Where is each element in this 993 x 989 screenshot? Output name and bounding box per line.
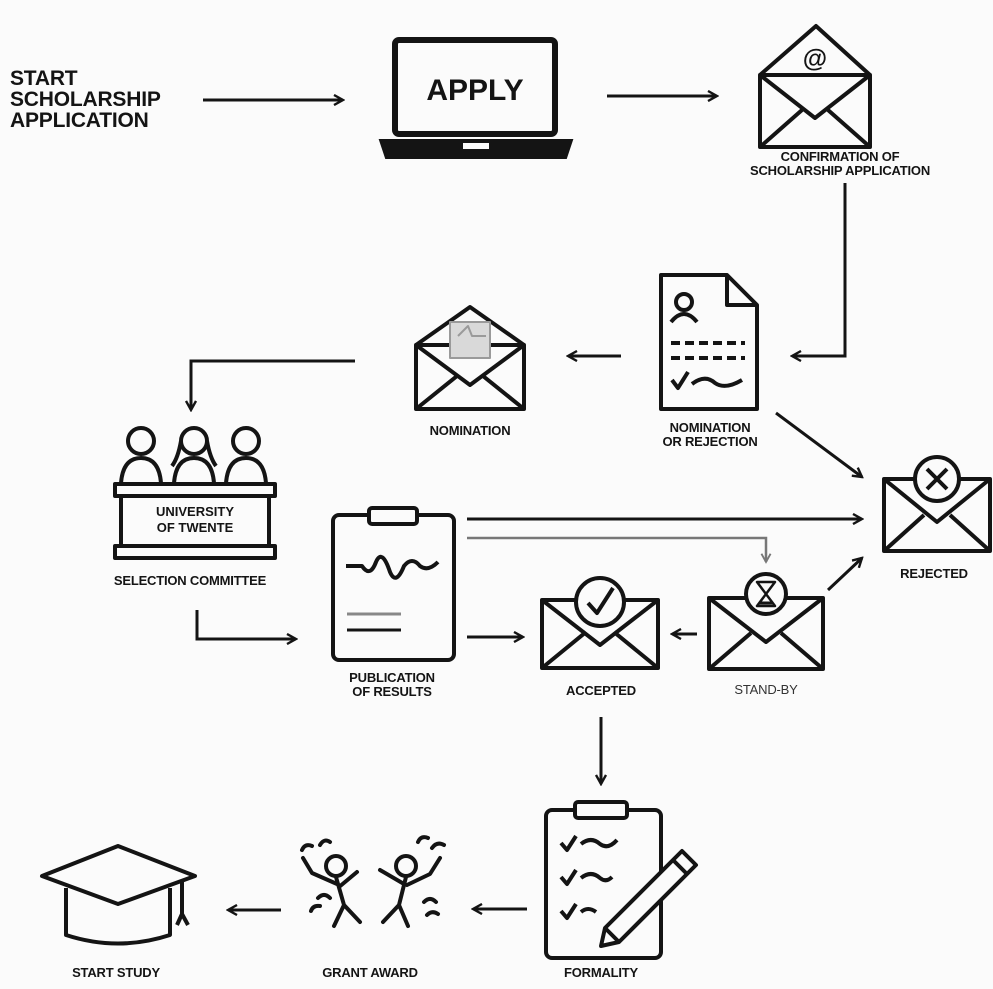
- selection-committee-icon: UNIVERSITY OF TWENTE: [113, 426, 277, 560]
- confirmation-label-line1: CONFIRMATION OF: [780, 149, 900, 164]
- arrow-committee-to-publication: [195, 610, 296, 639]
- arrow-confirmation-to-nomination-or-rejection: [792, 183, 847, 356]
- email-envelope-icon: @: [758, 24, 872, 149]
- celebrating-people-icon: [300, 835, 446, 928]
- nor-label-line2: OR REJECTION: [662, 433, 758, 449]
- apply-label: APPLY: [426, 74, 523, 107]
- committee-desk-line2: OF TWENTE: [157, 520, 234, 535]
- start-label-line3: APPLICATION: [10, 109, 149, 132]
- accepted-label: ACCEPTED: [566, 683, 636, 698]
- arrow-nor-to-rejected: [775, 411, 862, 477]
- nomination-label: NOMINATION: [429, 423, 511, 438]
- hourglass-envelope-icon: [707, 572, 825, 671]
- arrow-nomination-to-committee: [191, 359, 355, 410]
- start-label-line2: SCHOLARSHIP: [10, 88, 161, 111]
- start-application-label: START SCHOLARSHIP APPLICATION: [10, 68, 161, 131]
- svg-text:@: @: [803, 45, 827, 73]
- application-document-icon: [659, 273, 759, 411]
- laptop-icon: APPLY: [378, 37, 574, 159]
- start-label-line1: START: [10, 67, 78, 90]
- nomination-or-rejection-label: NOMINATION OR REJECTION: [662, 421, 757, 448]
- arrow-publication-to-standby: [467, 536, 766, 562]
- formality-label: FORMALITY: [563, 965, 639, 980]
- graduation-cap-icon: [40, 844, 197, 946]
- thumbs-up-envelope-icon: [414, 305, 526, 411]
- stand-by-label: STAND-BY: [734, 682, 798, 697]
- results-clipboard-icon: [331, 506, 456, 662]
- publication-label: PUBLICATION OF RESULTS: [349, 671, 435, 698]
- publication-label-line2: OF RESULTS: [352, 683, 432, 699]
- rejected-envelope-icon: [882, 455, 992, 553]
- pencil-icon: [599, 849, 698, 948]
- flow-arrows: [191, 96, 862, 910]
- committee-desk-line1: UNIVERSITY: [156, 504, 234, 519]
- confirmation-label: CONFIRMATION OF SCHOLARSHIP APPLICATION: [750, 150, 930, 177]
- selection-committee-label: SELECTION COMMITTEE: [113, 573, 267, 588]
- checkmark-envelope-icon: [540, 576, 660, 670]
- start-study-label: START STUDY: [72, 965, 160, 980]
- nor-label-line1: NOMINATION: [669, 420, 751, 435]
- rejected-label: REJECTED: [900, 566, 968, 581]
- arrow-standby-to-rejected: [826, 558, 862, 592]
- confirmation-label-line2: SCHOLARSHIP APPLICATION: [749, 162, 931, 178]
- publication-label-line1: PUBLICATION: [349, 670, 435, 685]
- grant-award-label: GRANT AWARD: [322, 965, 418, 980]
